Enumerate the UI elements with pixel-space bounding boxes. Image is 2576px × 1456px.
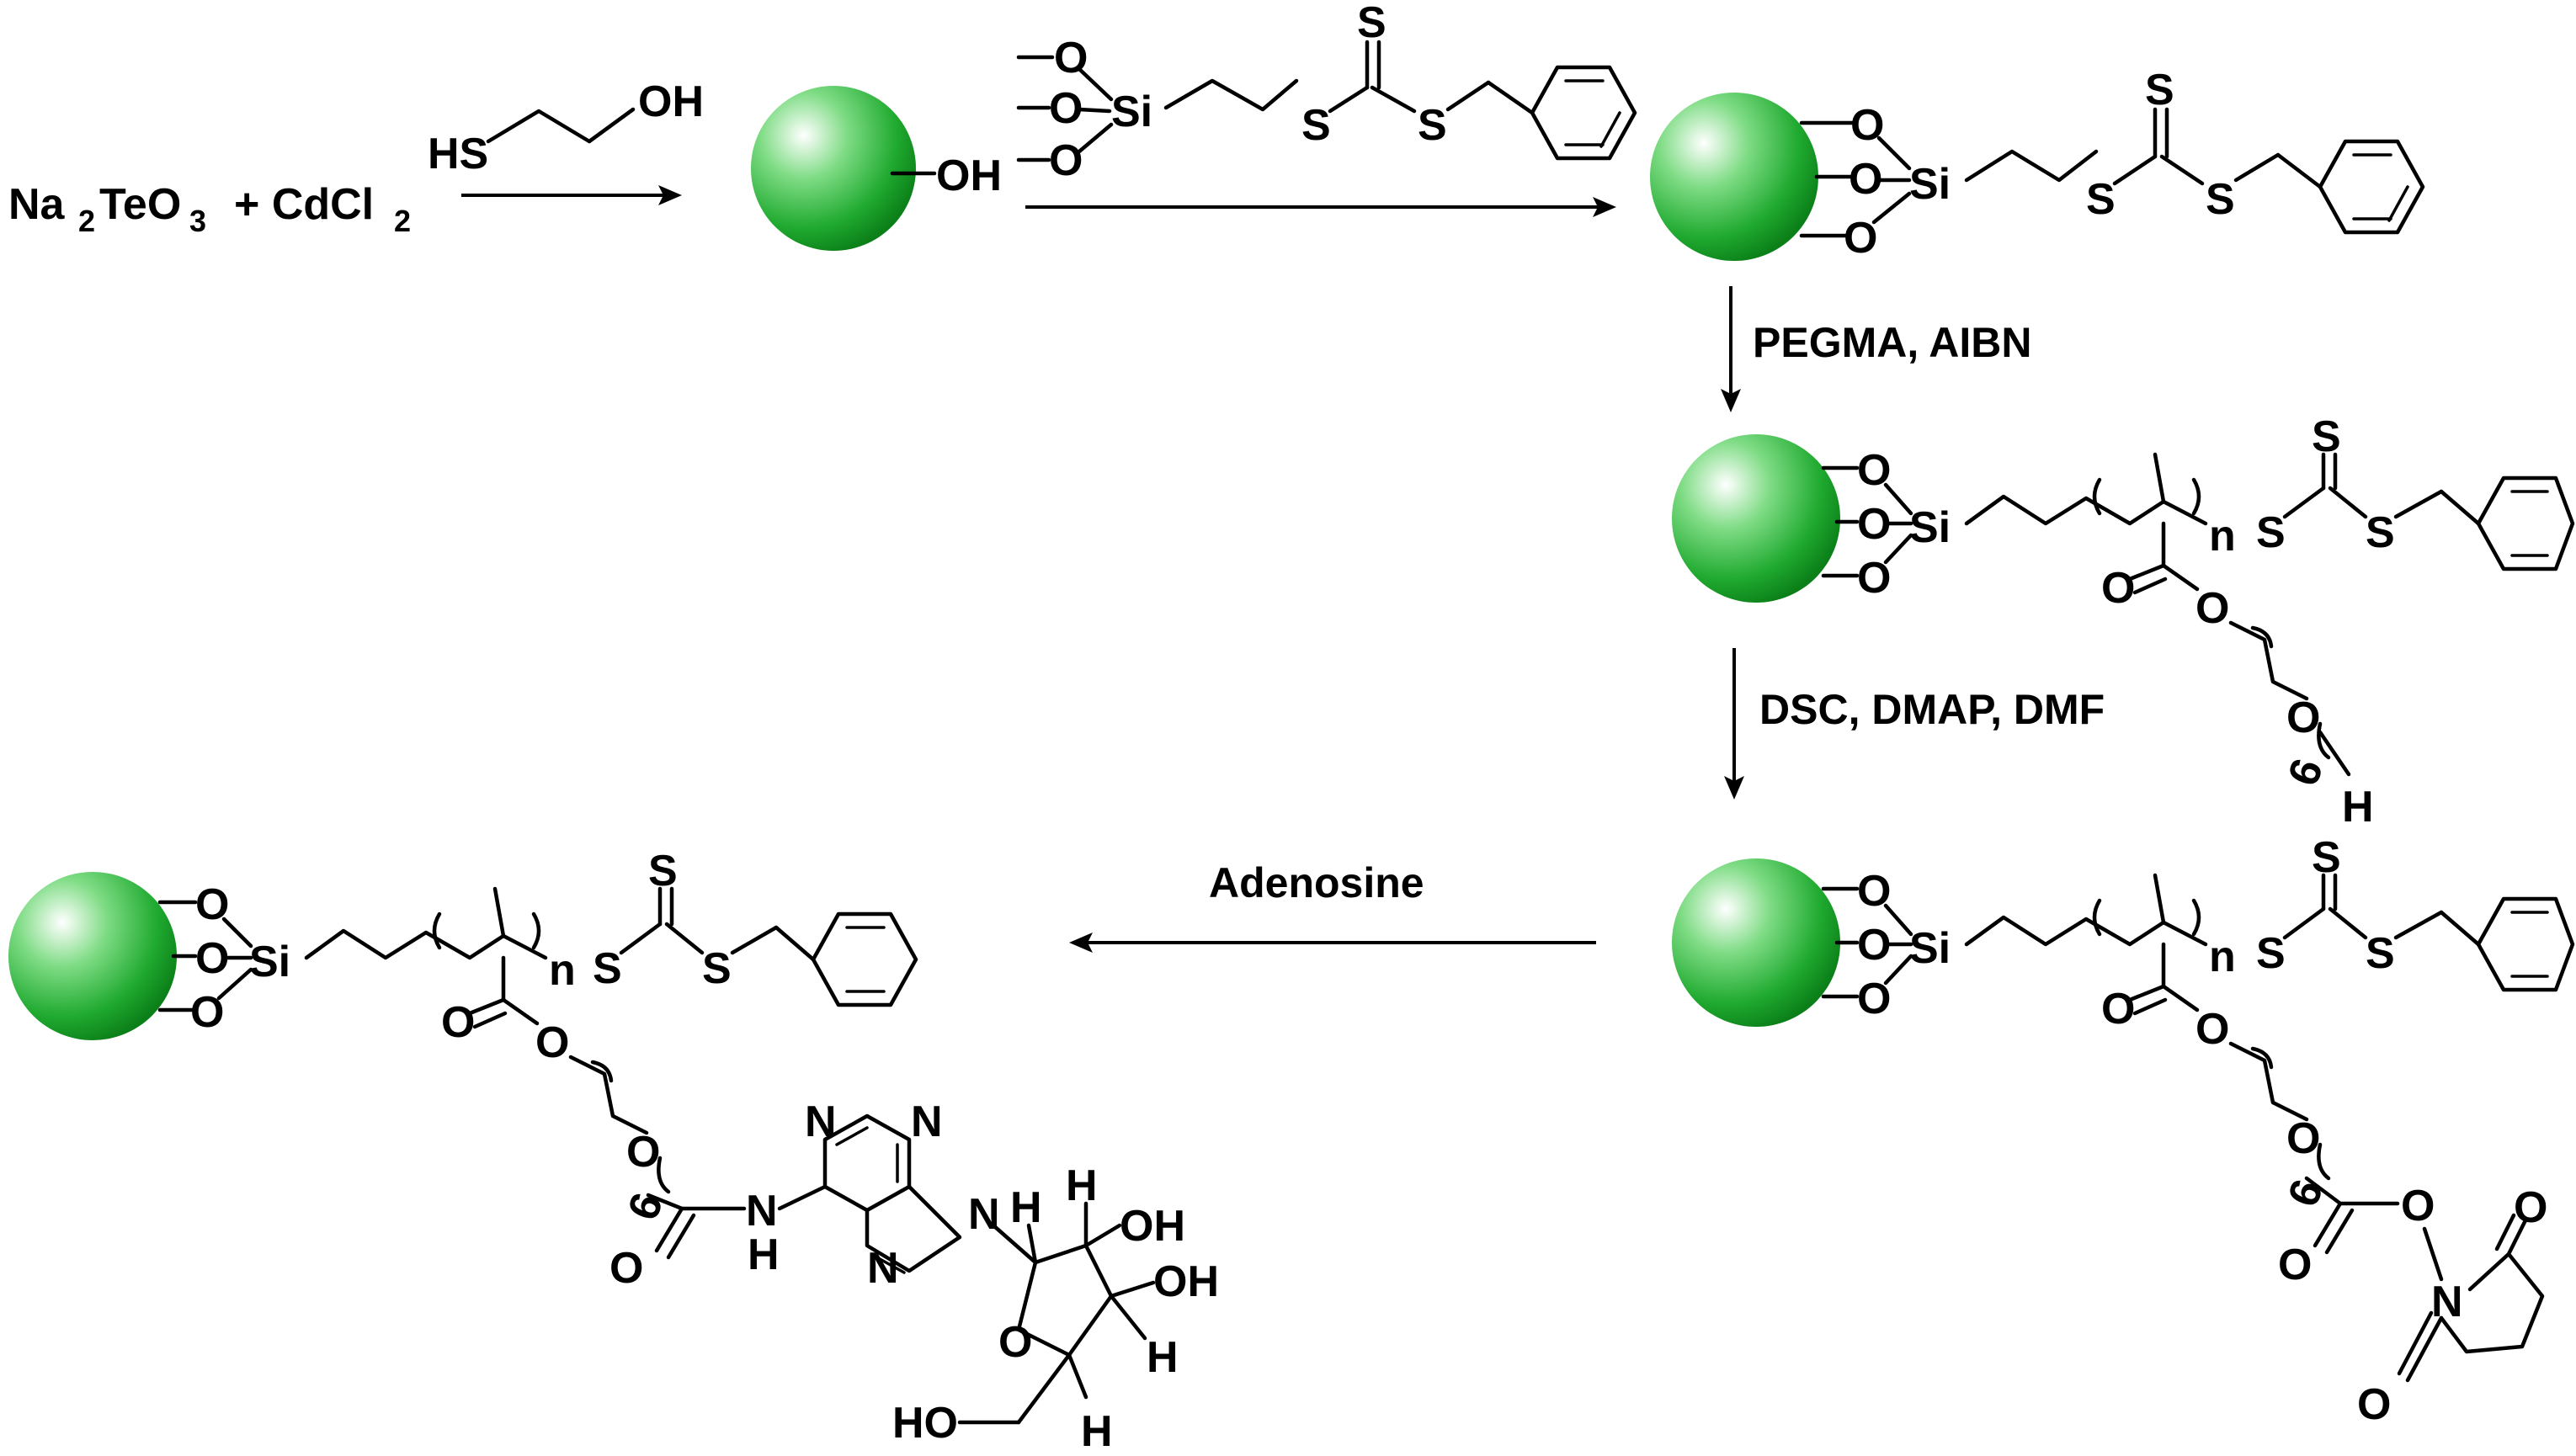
nhs-carbonate-o: O bbox=[2278, 1241, 2312, 1289]
nhs-peg-o: O bbox=[2286, 1114, 2320, 1163]
teo-label: TeO bbox=[99, 180, 181, 229]
na-label: Na bbox=[8, 180, 66, 229]
arrow-step3: DSC, DMAP, DMF bbox=[1724, 648, 2105, 800]
silane-o-mid: O bbox=[1049, 84, 1083, 133]
pegma-n: n bbox=[2209, 512, 2236, 561]
raft-thione-s: S bbox=[2145, 66, 2174, 114]
ribose-h2: H bbox=[1066, 1161, 1098, 1210]
oh-nanoparticle: OH bbox=[751, 86, 1002, 251]
nanoparticle-1 bbox=[751, 86, 916, 251]
adenosine-thione-s: S bbox=[648, 847, 678, 895]
adenosine-n-repeat: n bbox=[549, 946, 576, 995]
raft-o3: O bbox=[1844, 214, 1877, 263]
arrow-step1b bbox=[1025, 197, 1616, 217]
ribose-h4: H bbox=[1081, 1407, 1113, 1456]
silane-o-top: O bbox=[1054, 34, 1088, 82]
teo-subscript: 3 bbox=[189, 204, 206, 238]
arrow-step4: Adenosine bbox=[1069, 859, 1596, 953]
silane-s2: S bbox=[1418, 101, 1447, 150]
adenosine-repeat-6: 6 bbox=[619, 1187, 673, 1226]
raft-particle: O O O Si S S S bbox=[1650, 66, 2425, 263]
pegma-particle: O O O Si n O O O 6 H S S S bbox=[1672, 412, 2575, 832]
raft-o1: O bbox=[1850, 101, 1884, 150]
nhs-imide-n: N bbox=[2431, 1278, 2463, 1326]
nhs-link-o: O bbox=[2401, 1182, 2435, 1230]
pegma-thione-s: S bbox=[2312, 412, 2341, 461]
ribose-ring-o: O bbox=[998, 1318, 1032, 1367]
silane-o-bot: O bbox=[1049, 136, 1083, 185]
adenosine-s1: S bbox=[593, 944, 622, 993]
ribose-h1: H bbox=[1010, 1183, 1042, 1232]
nhs-s1: S bbox=[2256, 929, 2286, 978]
cdcl-subscript: 2 bbox=[394, 204, 411, 238]
pegma-carbonyl-o: O bbox=[2101, 564, 2135, 613]
nanoparticle-2 bbox=[1650, 93, 1818, 261]
step4-conditions: Adenosine bbox=[1209, 859, 1424, 906]
adenosine-si: Si bbox=[249, 938, 290, 986]
silane-s1: S bbox=[1301, 101, 1331, 150]
nhs-si: Si bbox=[1909, 924, 1951, 973]
adenosine-carbonyl-o: O bbox=[441, 998, 475, 1047]
nhs-ester-o: O bbox=[2195, 1005, 2229, 1054]
adenosine-ester-o: O bbox=[535, 1018, 569, 1067]
pegma-terminal-h: H bbox=[2342, 783, 2374, 832]
adenine-n9: N bbox=[968, 1190, 1000, 1239]
mercaptoethanol: HS OH bbox=[428, 77, 704, 178]
arrow-step2: PEGMA, AIBN bbox=[1721, 286, 2032, 412]
arrow-step1 bbox=[461, 185, 682, 205]
step2-conditions: PEGMA, AIBN bbox=[1753, 319, 2032, 366]
adenosine-amide-n: N bbox=[746, 1187, 778, 1235]
raft-si: Si bbox=[1909, 160, 1951, 209]
raft-s2: S bbox=[2206, 175, 2235, 224]
pegma-ester-o: O bbox=[2195, 584, 2229, 633]
ribose-ho5: HO bbox=[892, 1399, 958, 1448]
ribose-oh2: OH bbox=[1120, 1202, 1185, 1251]
nanoparticle-5 bbox=[8, 872, 177, 1040]
step3-conditions: DSC, DMAP, DMF bbox=[1759, 686, 2105, 733]
na-subscript: 2 bbox=[78, 204, 95, 238]
nhs-thione-s: S bbox=[2312, 833, 2341, 882]
raft-o2: O bbox=[1849, 155, 1882, 204]
ribose-h3: H bbox=[1147, 1333, 1179, 1382]
nhs-n-repeat: n bbox=[2209, 933, 2236, 981]
pegma-si: Si bbox=[1909, 503, 1951, 552]
adenosine-s2: S bbox=[702, 944, 732, 993]
pegma-s2: S bbox=[2366, 508, 2395, 557]
nhs-s2: S bbox=[2366, 929, 2395, 978]
silane-thione-s: S bbox=[1357, 0, 1386, 47]
pegma-peg-o: O bbox=[2286, 693, 2320, 742]
nanoparticle-4 bbox=[1672, 858, 1840, 1027]
reagents-na2teo3-cdcl2: Na 2 TeO 3 + CdCl 2 bbox=[8, 180, 411, 238]
adenosine-amide-o: O bbox=[609, 1244, 643, 1293]
silane-raft-agent: O O O Si S S S bbox=[1016, 0, 1637, 185]
hs-label: HS bbox=[428, 130, 488, 178]
adenine-n7: N bbox=[867, 1244, 899, 1293]
adenosine-amide-h: H bbox=[748, 1230, 780, 1279]
cdcl-label: + CdCl bbox=[234, 180, 374, 229]
pegma-s1: S bbox=[2256, 508, 2286, 557]
silane-si: Si bbox=[1111, 88, 1152, 136]
ribose-oh3: OH bbox=[1153, 1257, 1219, 1306]
nhs-carbonyl-o: O bbox=[2101, 985, 2135, 1034]
nanoparticle-3 bbox=[1672, 434, 1840, 603]
adenosine-particle: O O O Si n O O O 6 O N H N N bbox=[8, 847, 1219, 1456]
adenine-n3: N bbox=[911, 1097, 943, 1146]
nhs-imide-o1: O bbox=[2514, 1183, 2547, 1232]
nhs-particle: O O O Si n O O O 6 O O N O O bbox=[1672, 833, 2575, 1429]
pegma-repeat-6: 6 bbox=[2279, 752, 2333, 792]
particle-oh-label: OH bbox=[936, 151, 1002, 200]
adenosine-peg-o: O bbox=[626, 1128, 660, 1177]
raft-s1: S bbox=[2086, 175, 2116, 224]
oh-label: OH bbox=[638, 77, 704, 126]
adenine-n1: N bbox=[805, 1097, 837, 1146]
nhs-imide-o2: O bbox=[2357, 1380, 2391, 1429]
